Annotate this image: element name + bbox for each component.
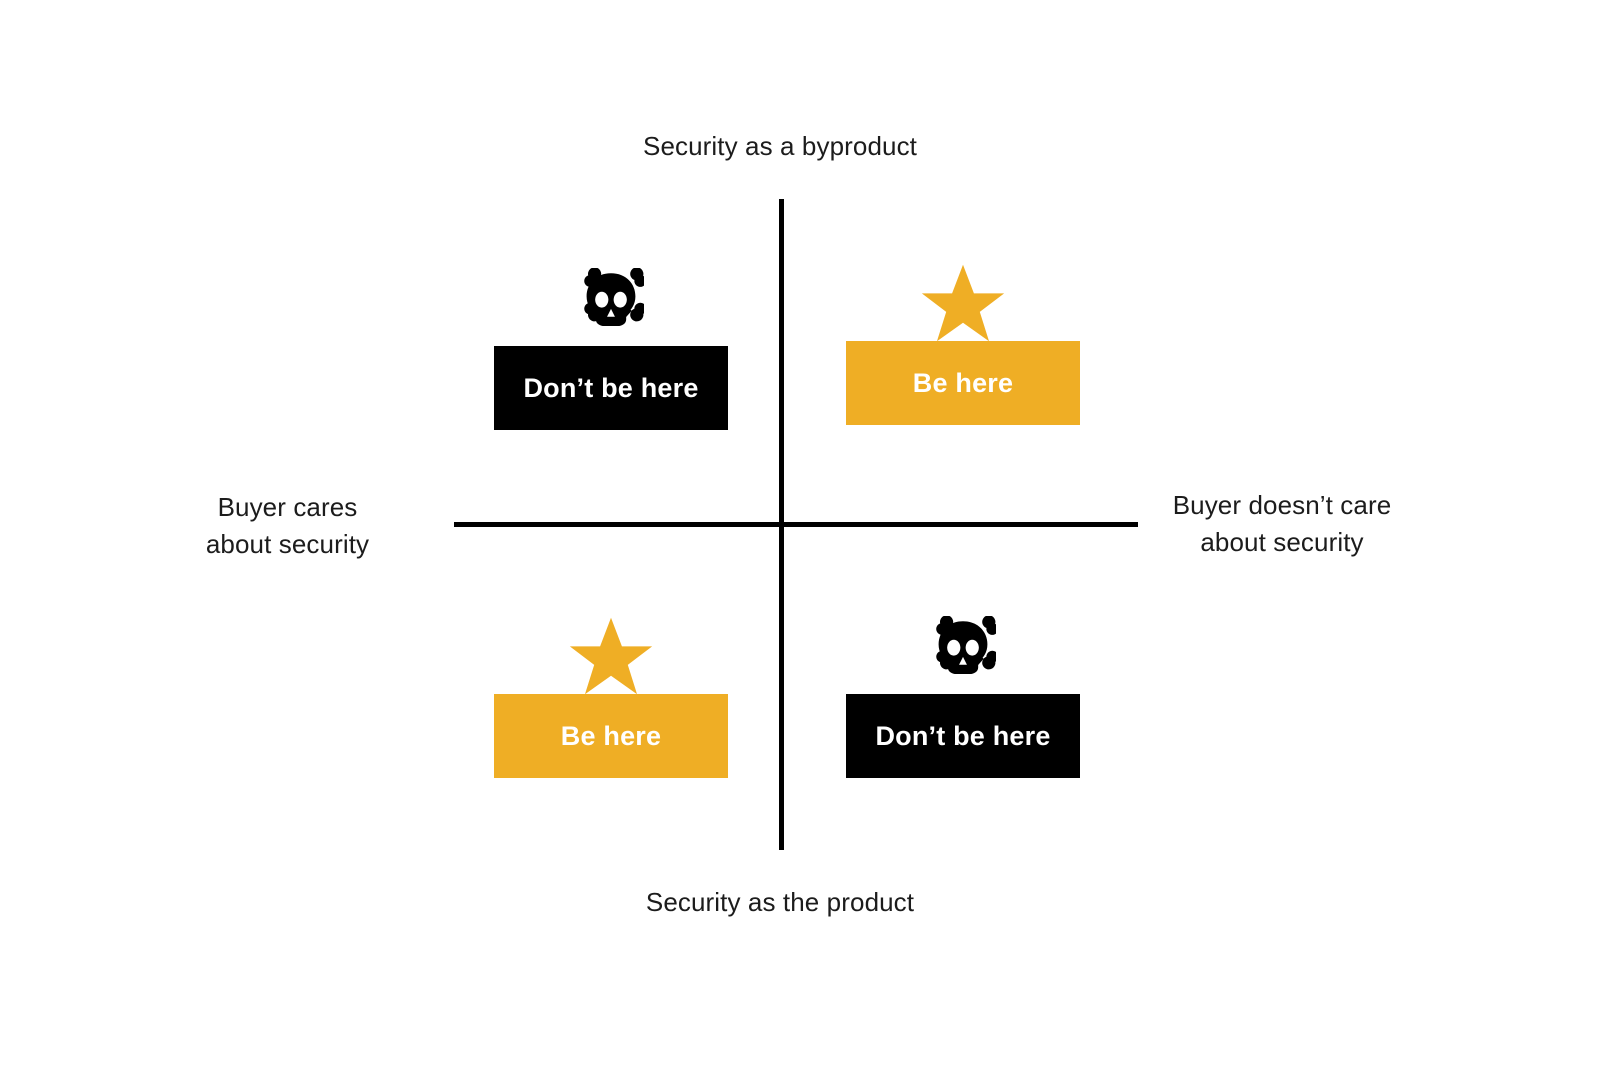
quadrant-label-box: Don’t be here (846, 694, 1080, 778)
quadrant-top-left: Don’t be here (494, 268, 728, 430)
axis-label-left: Buyer cares about security (205, 492, 370, 559)
quadrant-label-box: Be here (494, 694, 728, 778)
axis-label-right: Buyer doesn’t care about security (1172, 490, 1392, 557)
quadrant-label-box: Don’t be here (494, 346, 728, 430)
star-icon (494, 616, 728, 695)
skull-and-crossbones-icon (846, 616, 1080, 694)
quadrant-bottom-right: Don’t be here (846, 616, 1080, 778)
quadrant-label-box: Be here (846, 341, 1080, 425)
star-icon (846, 263, 1080, 342)
horizontal-axis-line (454, 522, 1138, 527)
axis-label-top: Security as a byproduct (643, 131, 917, 161)
quadrant-bottom-left: Be here (494, 616, 728, 778)
axis-label-bottom: Security as the product (645, 887, 915, 917)
skull-and-crossbones-icon (494, 268, 728, 346)
quadrant-top-right: Be here (846, 263, 1080, 425)
